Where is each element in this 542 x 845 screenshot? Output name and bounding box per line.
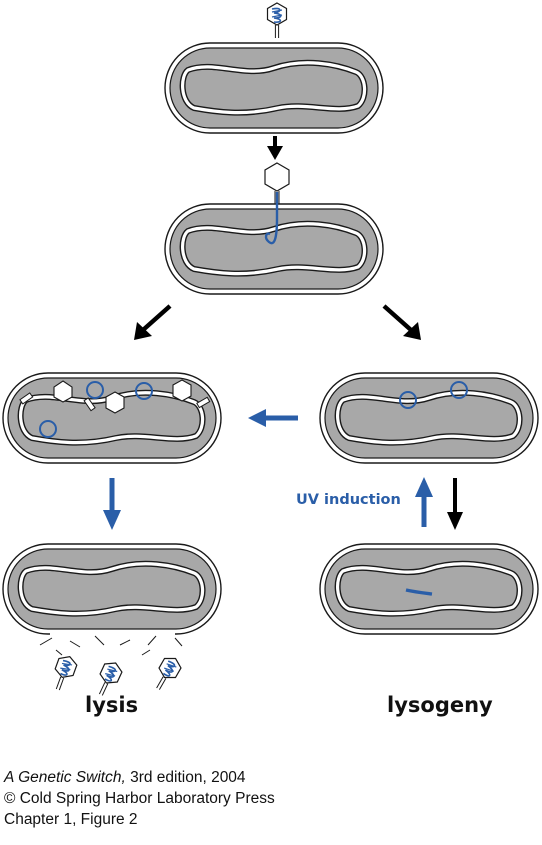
tail-fragment — [83, 397, 96, 412]
uv-induction-label: UV induction — [296, 492, 401, 508]
new-capsid — [172, 379, 192, 402]
new-capsid — [105, 391, 125, 414]
tail-fragment — [196, 396, 211, 409]
new-capsid — [53, 380, 73, 403]
lysogeny-label: lysogeny — [387, 693, 493, 717]
phage-dna-circle — [86, 381, 104, 399]
cell-attachment — [165, 43, 383, 133]
empty-phage-capsid — [264, 162, 290, 205]
infecting-phage — [266, 2, 288, 39]
arrow-circular-to-lytic — [248, 409, 298, 427]
cell-lysis — [3, 544, 221, 656]
lysis-label: lysis — [85, 693, 139, 717]
phage-dna-circle — [399, 391, 417, 409]
arrow-to-lytic — [134, 304, 172, 340]
caption-figure: Chapter 1, Figure 2 — [4, 811, 138, 828]
wall-fragment — [39, 635, 183, 656]
tail-fragment — [19, 392, 34, 405]
cell-lysogen — [320, 544, 538, 634]
book-title: A Genetic Switch, — [4, 769, 126, 786]
released-phage — [148, 652, 185, 695]
figure-caption: A Genetic Switch, 3rd edition, 2004 © Co… — [4, 767, 275, 830]
cell-lytic — [3, 373, 221, 463]
cell-break — [50, 630, 175, 640]
cell-injection — [165, 204, 383, 294]
cell-circular-dna — [320, 373, 538, 463]
arrow-uv-induction — [415, 477, 433, 527]
arrow-to-lysogen — [447, 478, 463, 530]
arrow-lytic-to-lysis — [103, 478, 121, 530]
edition: 3rd edition, 2004 — [125, 769, 246, 786]
released-phage — [48, 652, 80, 694]
integrated-prophage — [405, 588, 433, 596]
caption-publisher: © Cold Spring Harbor Laboratory Press — [4, 790, 275, 807]
caption-line-source: A Genetic Switch, 3rd edition, 2004 — [4, 767, 275, 788]
phage-dna-circle — [39, 420, 57, 438]
injected-phage-dna — [264, 192, 279, 245]
arrow-to-lysogenic — [382, 304, 421, 340]
arrow-attachment-to-injection — [267, 136, 283, 160]
phage-dna-circle — [450, 381, 468, 399]
phage-dna-circle — [135, 382, 153, 400]
